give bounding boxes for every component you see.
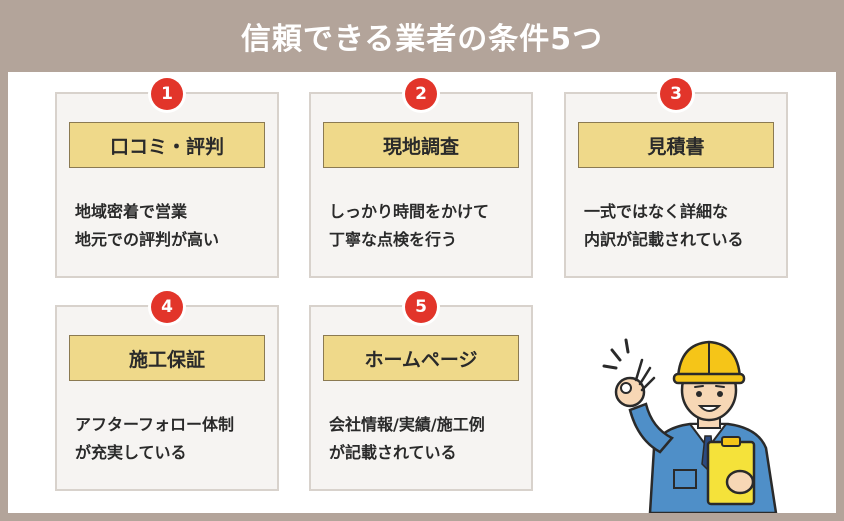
condition-description: アフターフォロー体制 が充実している — [75, 411, 271, 467]
condition-card-4: 4 施工保証 アフターフォロー体制 が充実している — [55, 291, 279, 491]
description-line: しっかり時間をかけて — [329, 202, 490, 221]
number-badge: 5 — [405, 291, 437, 323]
description-line: が記載されている — [329, 443, 457, 462]
condition-label: 口コミ・評判 — [69, 122, 265, 168]
condition-label: 施工保証 — [69, 335, 265, 381]
condition-label: ホームページ — [323, 335, 519, 381]
description-line: 一式ではなく詳細な — [584, 202, 729, 221]
description-line: 地域密着で営業 — [75, 202, 188, 221]
number-badge: 3 — [660, 78, 692, 110]
condition-label: 現地調査 — [323, 122, 519, 168]
page-title: 信頼できる業者の条件5つ — [240, 22, 604, 57]
description-line: 丁寧な点検を行う — [329, 230, 458, 249]
condition-label: 見積書 — [578, 122, 774, 168]
condition-description: 地域密着で営業 地元での評判が高い — [75, 198, 271, 254]
description-line: アフターフォロー体制 — [75, 415, 235, 434]
condition-card-1: 1 口コミ・評判 地域密着で営業 地元での評判が高い — [55, 78, 279, 278]
number-badge: 1 — [151, 78, 183, 110]
condition-card-2: 2 現地調査 しっかり時間をかけて 丁寧な点検を行う — [309, 78, 533, 278]
description-line: 会社情報/実績/施工例 — [329, 415, 485, 434]
number-badge: 4 — [151, 291, 183, 323]
condition-description: 会社情報/実績/施工例 が記載されている — [329, 411, 525, 467]
description-line: が充実している — [75, 443, 187, 462]
description-line: 内訳が記載されている — [584, 230, 744, 249]
number-badge: 2 — [405, 78, 437, 110]
condition-card-5: 5 ホームページ 会社情報/実績/施工例 が記載されている — [309, 291, 533, 491]
condition-card-3: 3 見積書 一式ではなく詳細な 内訳が記載されている — [564, 78, 788, 278]
worker-ok-sign-icon — [602, 338, 778, 513]
description-line: 地元での評判が高い — [75, 230, 220, 249]
condition-description: 一式ではなく詳細な 内訳が記載されている — [584, 198, 780, 254]
condition-description: しっかり時間をかけて 丁寧な点検を行う — [329, 198, 525, 254]
